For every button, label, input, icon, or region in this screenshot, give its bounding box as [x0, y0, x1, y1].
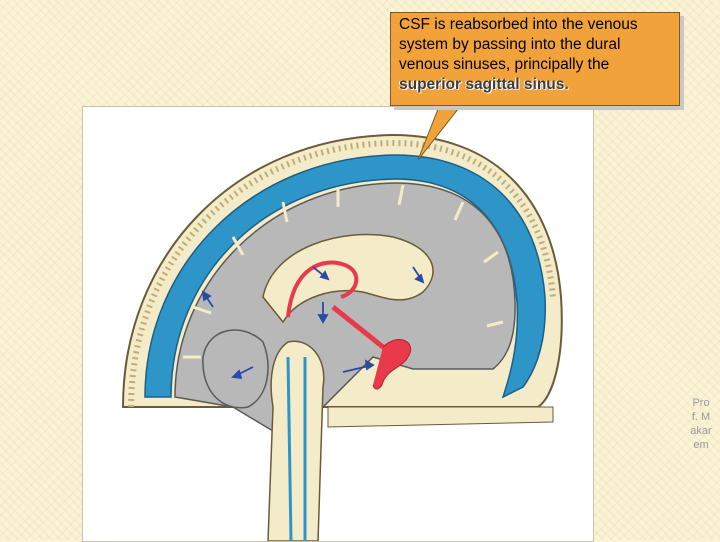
callout-text: CSF is reabsorbed into the venous system… — [399, 16, 638, 73]
confluence-of-sinuses — [372, 339, 411, 390]
choroid-plexus — [286, 260, 359, 318]
brainstem — [267, 340, 325, 541]
csf-flow-arrows — [201, 266, 425, 380]
lateral-ventricle — [262, 233, 434, 324]
brain-sagittal-csf-icon — [121, 133, 563, 541]
author-watermark: Prof. Makarem — [690, 397, 712, 451]
callout-box: CSF is reabsorbed into the venous system… — [390, 12, 680, 106]
callout-pointer — [418, 104, 463, 161]
gyri-marks — [183, 184, 504, 359]
cerebellum — [202, 329, 269, 409]
subarachnoid-csf — [144, 154, 547, 399]
brain-diagram — [82, 106, 594, 542]
callout-highlight: superior sagittal sinus. — [399, 76, 569, 93]
